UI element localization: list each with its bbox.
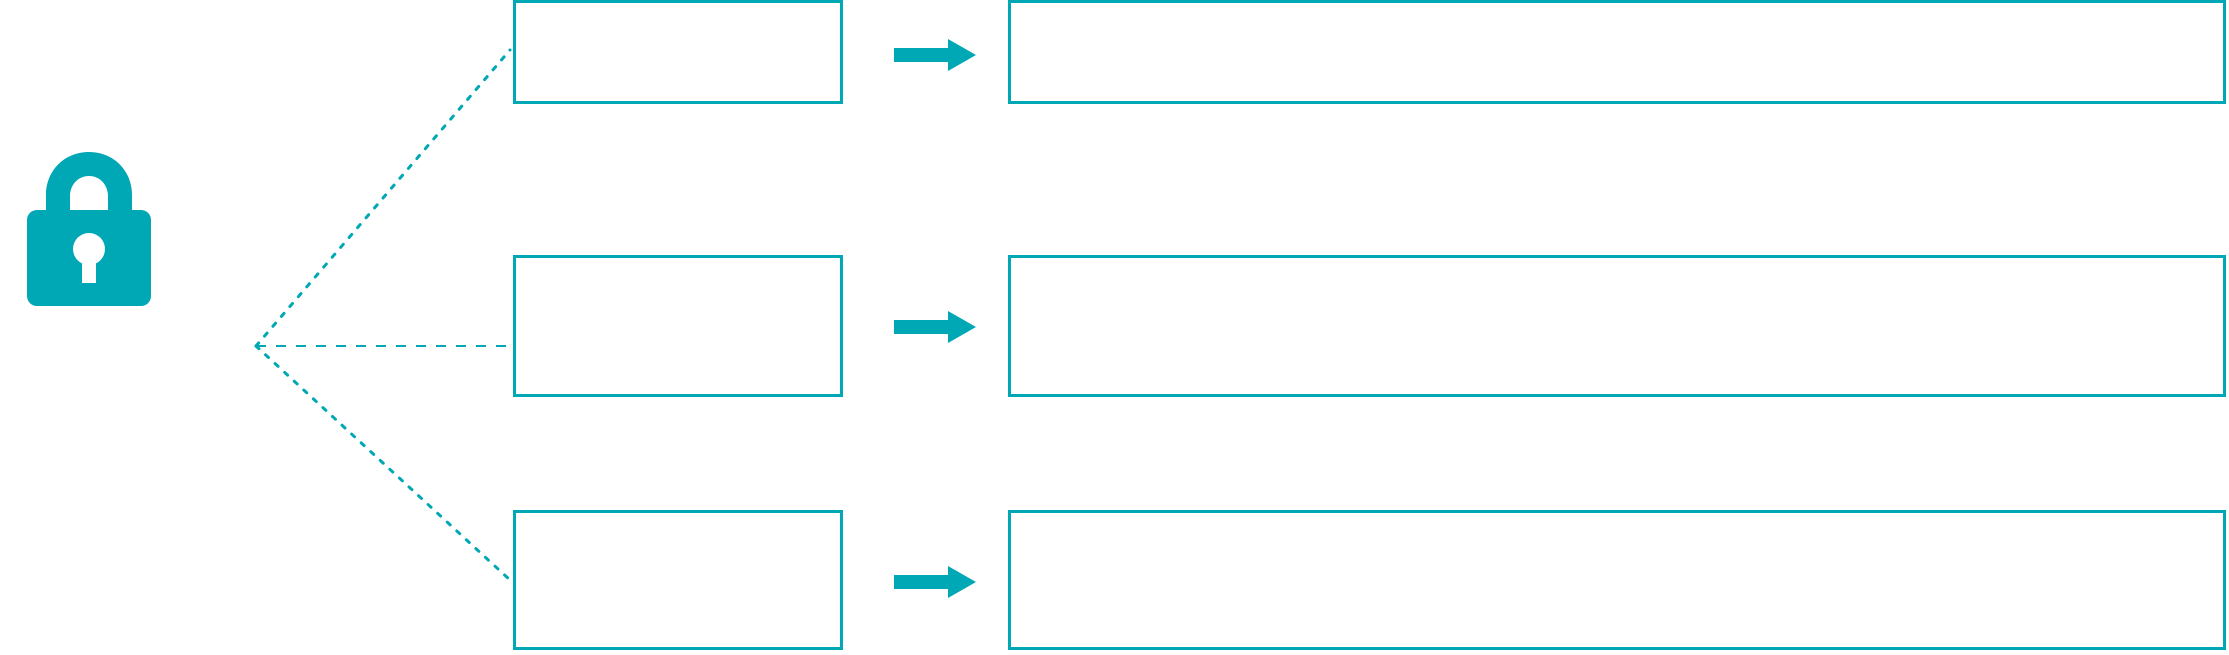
outcome-box-2[interactable]: [1008, 255, 2226, 397]
diagram-row: [0, 510, 2229, 650]
arrow-right-icon: [894, 311, 976, 343]
arrow-right-icon: [894, 39, 976, 71]
diagram-row: [0, 255, 2229, 397]
outcome-box-1[interactable]: [1008, 0, 2226, 104]
lock-icon: [26, 152, 152, 306]
condition-box-2[interactable]: [513, 255, 843, 397]
diagram-row: [0, 0, 2229, 104]
outcome-box-3[interactable]: [1008, 510, 2226, 650]
arrow-right-icon: [894, 566, 976, 598]
condition-box-3[interactable]: [513, 510, 843, 650]
condition-box-1[interactable]: [513, 0, 843, 104]
